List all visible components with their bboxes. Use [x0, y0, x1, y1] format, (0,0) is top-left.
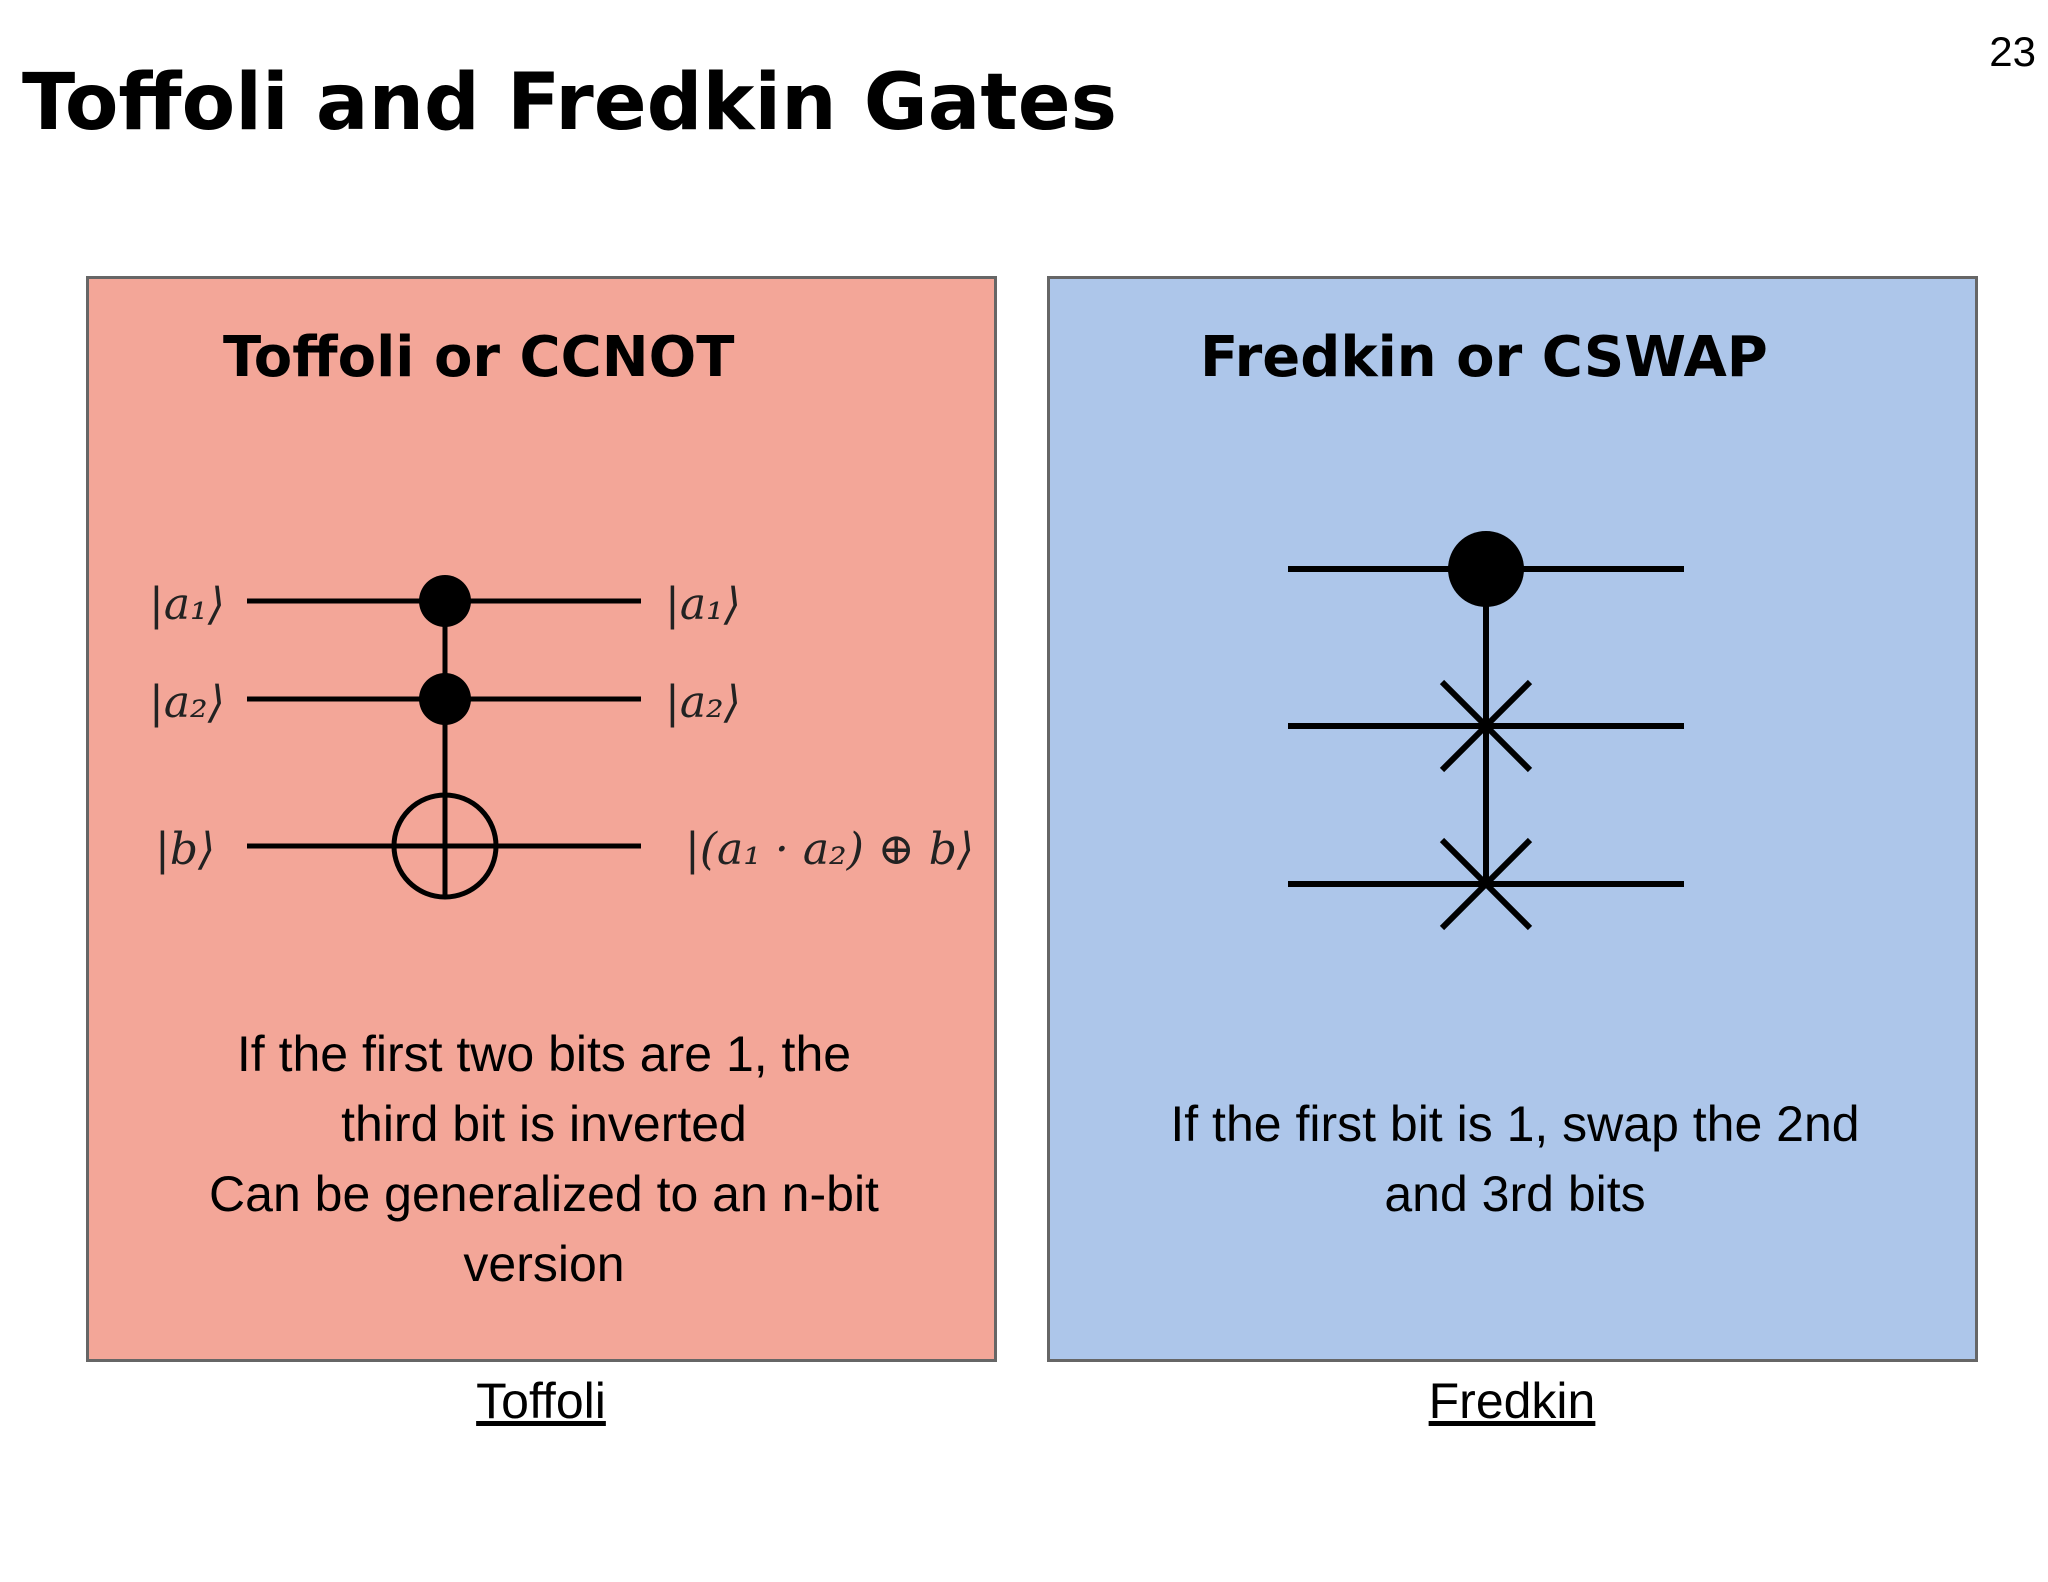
fredkin-description: If the first bit is 1, swap the 2nd and …: [1070, 1089, 1960, 1229]
toffoli-circuit: |a₁⟩ |a₂⟩ |b⟩ |a₁⟩ |a₂⟩ |(a₁ · a₂) ⊕ b⟩: [149, 575, 974, 900]
fredkin-panel: Fredkin or CSWAP If the first bit is 1, …: [1047, 276, 1978, 1362]
fredkin-swap-cross-2: [1439, 837, 1533, 931]
fredkin-caption[interactable]: Fredkin: [1428, 1373, 1596, 1429]
slide-title: Toffoli and Fredkin Gates: [22, 58, 1118, 148]
toffoli-description-line-4: version: [463, 1236, 625, 1292]
slide-number: 23: [1989, 28, 2036, 75]
fredkin-description-line-1: If the first bit is 1, swap the 2nd: [1170, 1096, 1860, 1152]
toffoli-panel: Toffoli or CCNOT |a₁⟩ |a₂⟩ |b⟩ |a₁⟩ |a₂⟩…: [86, 276, 997, 1362]
toffoli-output-a1: |a₁⟩: [665, 579, 741, 630]
toffoli-caption[interactable]: Toffoli: [476, 1373, 606, 1429]
toffoli-description-line-1: If the first two bits are 1, the: [236, 1026, 852, 1082]
toffoli-output-a2: |a₂⟩: [665, 677, 741, 728]
toffoli-input-a2: |a₂⟩: [149, 677, 225, 728]
fredkin-swap-cross-1: [1439, 679, 1533, 773]
toffoli-description: If the first two bits are 1, the third b…: [129, 1019, 959, 1299]
fredkin-description-line-2: and 3rd bits: [1384, 1166, 1646, 1222]
toffoli-description-line-2: third bit is inverted: [341, 1096, 747, 1152]
toffoli-control-dot-2: [419, 673, 471, 725]
fredkin-control-dot: [1448, 531, 1524, 607]
toffoli-output-result: |(a₁ · a₂) ⊕ b⟩: [685, 824, 974, 875]
toffoli-description-line-3: Can be generalized to an n-bit: [209, 1166, 879, 1222]
toffoli-heading: Toffoli or CCNOT: [223, 325, 735, 390]
toffoli-input-a1: |a₁⟩: [149, 579, 225, 630]
fredkin-heading: Fredkin or CSWAP: [1200, 325, 1768, 390]
toffoli-input-b: |b⟩: [155, 824, 215, 875]
toffoli-control-dot-1: [419, 575, 471, 627]
fredkin-circuit: [1288, 531, 1684, 931]
toffoli-target-xor: [391, 792, 499, 900]
